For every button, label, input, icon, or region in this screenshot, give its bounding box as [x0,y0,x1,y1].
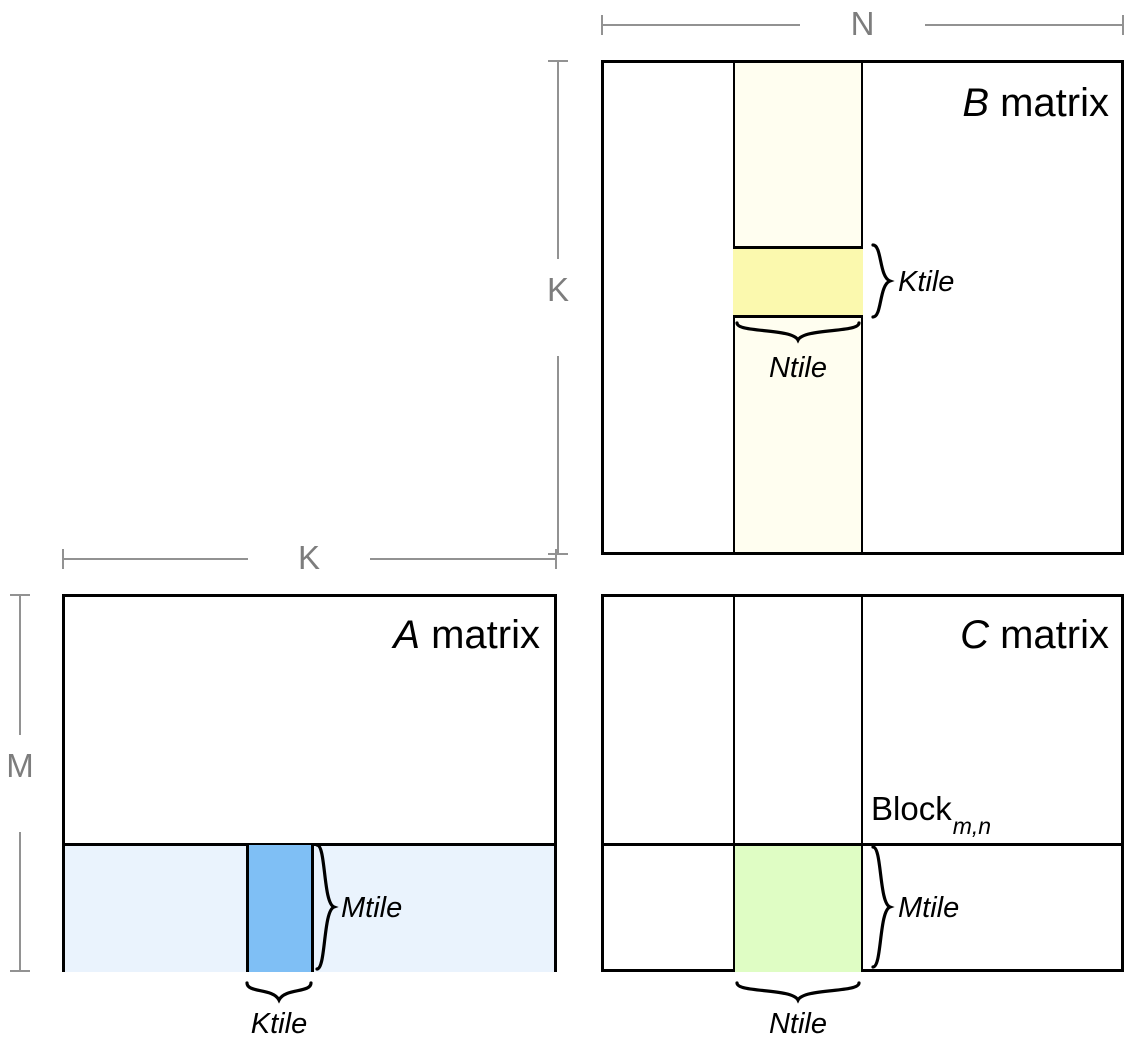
dimension-n-top: N [601,5,1124,42]
a-matrix-row-rule-top [65,843,554,846]
dimension-n-label: N [850,5,875,42]
dimension-m-vertical-segment-bottom [19,832,21,970]
c-matrix-mtile-label: Mtile [898,892,960,924]
b-matrix-title-suffix: matrix [989,81,1109,125]
dimension-k-horizontal-segment-right [370,558,555,560]
dimension-k-vertical: K [547,60,569,555]
dimension-k-vertical-segment-bottom [557,356,559,554]
c-matrix-mtile-brace [869,845,895,969]
c-matrix-ntile-label: Ntile [768,1008,827,1040]
c-matrix-box: C matrix Blockm,n [601,594,1124,972]
c-matrix-column-rule-left [733,597,735,969]
dimension-n-segment-right [925,24,1123,26]
dimension-k-vertical-cap-bottom [548,553,568,555]
a-matrix-ktile-brace [245,980,313,1004]
a-matrix-title-var: A [393,613,420,657]
c-matrix-title: C matrix [960,613,1109,658]
a-matrix-box: A matrix [62,594,557,972]
b-matrix-ktile-tile [733,246,863,318]
dimension-m-vertical-cap-bottom [10,970,30,972]
b-matrix-box: B matrix [601,60,1124,555]
b-matrix-ntile-label: Ntile [768,352,827,384]
a-matrix-title: A matrix [393,613,540,658]
c-matrix-ntile-brace [735,980,861,1004]
b-matrix-title: B matrix [962,81,1109,126]
dimension-k-horizontal-cap-right [555,549,557,569]
a-matrix-title-suffix: matrix [420,613,540,657]
a-matrix-ktile-tile [246,845,314,972]
a-matrix-mtile-label: Mtile [341,892,403,924]
b-matrix-ktile-label: Ktile [898,266,955,298]
c-matrix-column-rule-right [861,597,863,969]
dimension-n-cap-right [1122,15,1124,35]
c-matrix-block-label-text: Block [871,790,952,827]
c-matrix-block-label-subscript: m,n [952,812,992,839]
c-matrix-title-var: C [960,613,989,657]
dimension-m-vertical: M [6,594,34,972]
b-matrix-ntile-brace [735,320,861,344]
a-matrix-mtile-brace [313,843,339,971]
dimension-k-vertical-segment-top [557,61,559,259]
dimension-k-horizontal-label: K [297,539,320,576]
dimension-m-vertical-segment-top [19,595,21,735]
c-matrix-title-suffix: matrix [989,613,1109,657]
dimension-n-segment-left [602,24,800,26]
dimension-k-horizontal: K [62,539,557,576]
c-matrix-block-tile [735,846,861,972]
dimension-k-vertical-label: K [546,271,569,308]
dimension-k-horizontal-segment-left [63,558,248,560]
c-matrix-row-rule-top [604,843,1121,846]
dimension-m-vertical-label: M [6,747,34,784]
b-matrix-title-var: B [962,81,989,125]
b-matrix-ktile-brace [869,243,895,319]
c-matrix-block-label: Blockm,n [871,790,991,839]
a-matrix-ktile-label: Ktile [250,1008,308,1040]
